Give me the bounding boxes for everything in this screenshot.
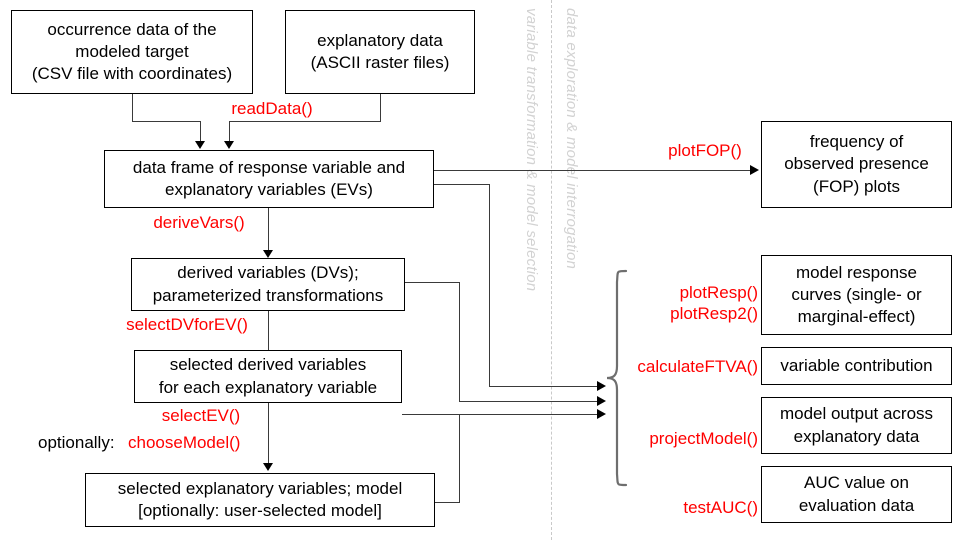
connector-selectedev-branch-h — [435, 502, 460, 503]
box-auc-value: AUC value on evaluation data — [761, 466, 952, 523]
arrowhead-into-dataframe-left — [195, 141, 205, 149]
box-occurrence-data: occurrence data of the modeled target (C… — [11, 10, 253, 94]
function-label-testAUC: testAUC() — [683, 498, 758, 517]
box-variable-contribution: variable contribution — [761, 347, 952, 385]
left-section-label: variable transformation & model selectio… — [523, 8, 540, 292]
connector-occurrence-stem — [132, 94, 133, 121]
connector-selecteddv-branch-h — [402, 414, 599, 415]
box-model-output: model output across explanatory data — [761, 397, 952, 454]
connector-dataframe-branch2-into-brace — [489, 386, 599, 387]
arrowhead-into-derived — [263, 250, 273, 258]
arrowhead-into-dataframe-right — [224, 141, 234, 149]
box-response-curves: model response curves (single- or margin… — [761, 255, 952, 335]
grouping-brace — [606, 269, 628, 487]
function-label-chooseModel: chooseModel() — [128, 433, 241, 452]
box-data-frame: data frame of response variable and expl… — [104, 150, 434, 208]
box-derived-variables: derived variables (DVs); parameterized t… — [131, 258, 405, 311]
label-optionally: optionally: — [38, 433, 115, 452]
function-label-plotFOP: plotFOP() — [668, 141, 742, 160]
function-label-projectModel: projectModel() — [649, 429, 758, 448]
arrowhead-branch-dataframe — [597, 381, 606, 391]
box-explanatory-data: explanatory data (ASCII raster files) — [285, 10, 475, 94]
connector-explanatory-elbow — [229, 121, 381, 122]
connector-derived-branch-v — [459, 282, 460, 402]
connector-explanatory-drop — [229, 121, 230, 144]
connector-dataframe-branch2-v — [489, 184, 490, 386]
box-selected-derived-variables: selected derived variables for each expl… — [134, 350, 402, 403]
function-label-plotResp: plotResp() plotResp2() — [670, 283, 758, 323]
arrowhead-into-selectedev — [263, 463, 273, 471]
arrowhead-branch-selecteddv — [597, 409, 606, 419]
connector-dataframe-branch2-h — [434, 184, 490, 185]
function-label-deriveVars: deriveVars() — [153, 213, 245, 232]
box-fop-plots: frequency of observed presence (FOP) plo… — [761, 121, 952, 208]
function-label-calculateFTVA: calculateFTVA() — [637, 357, 758, 376]
right-section-label: data exploration & model interrogation — [563, 8, 580, 270]
function-label-selectEV: selectEV() — [161, 406, 241, 425]
connector-selecteddv-to-selectedev — [268, 403, 269, 467]
connector-occurrence-elbow — [132, 121, 201, 122]
function-label-selectDVforEV: selectDVforEV() — [126, 315, 248, 334]
connector-dataframe-to-derived — [268, 208, 269, 253]
connector-explanatory-stem — [380, 94, 381, 121]
connector-dataframe-to-fop — [434, 170, 750, 171]
connector-derived-branch-h — [405, 282, 460, 283]
section-divider — [551, 0, 552, 540]
box-selected-explanatory-variables: selected explanatory variables; model [o… — [85, 473, 435, 527]
arrowhead-branch-derived — [597, 396, 606, 406]
function-label-readData: readData() — [231, 99, 313, 118]
connector-derived-branch-into-brace — [459, 401, 599, 402]
connector-derived-to-selecteddv — [268, 311, 269, 355]
arrowhead-into-fop — [750, 165, 759, 175]
connector-occurrence-drop — [200, 121, 201, 144]
connector-selectedev-branch-v — [459, 414, 460, 503]
